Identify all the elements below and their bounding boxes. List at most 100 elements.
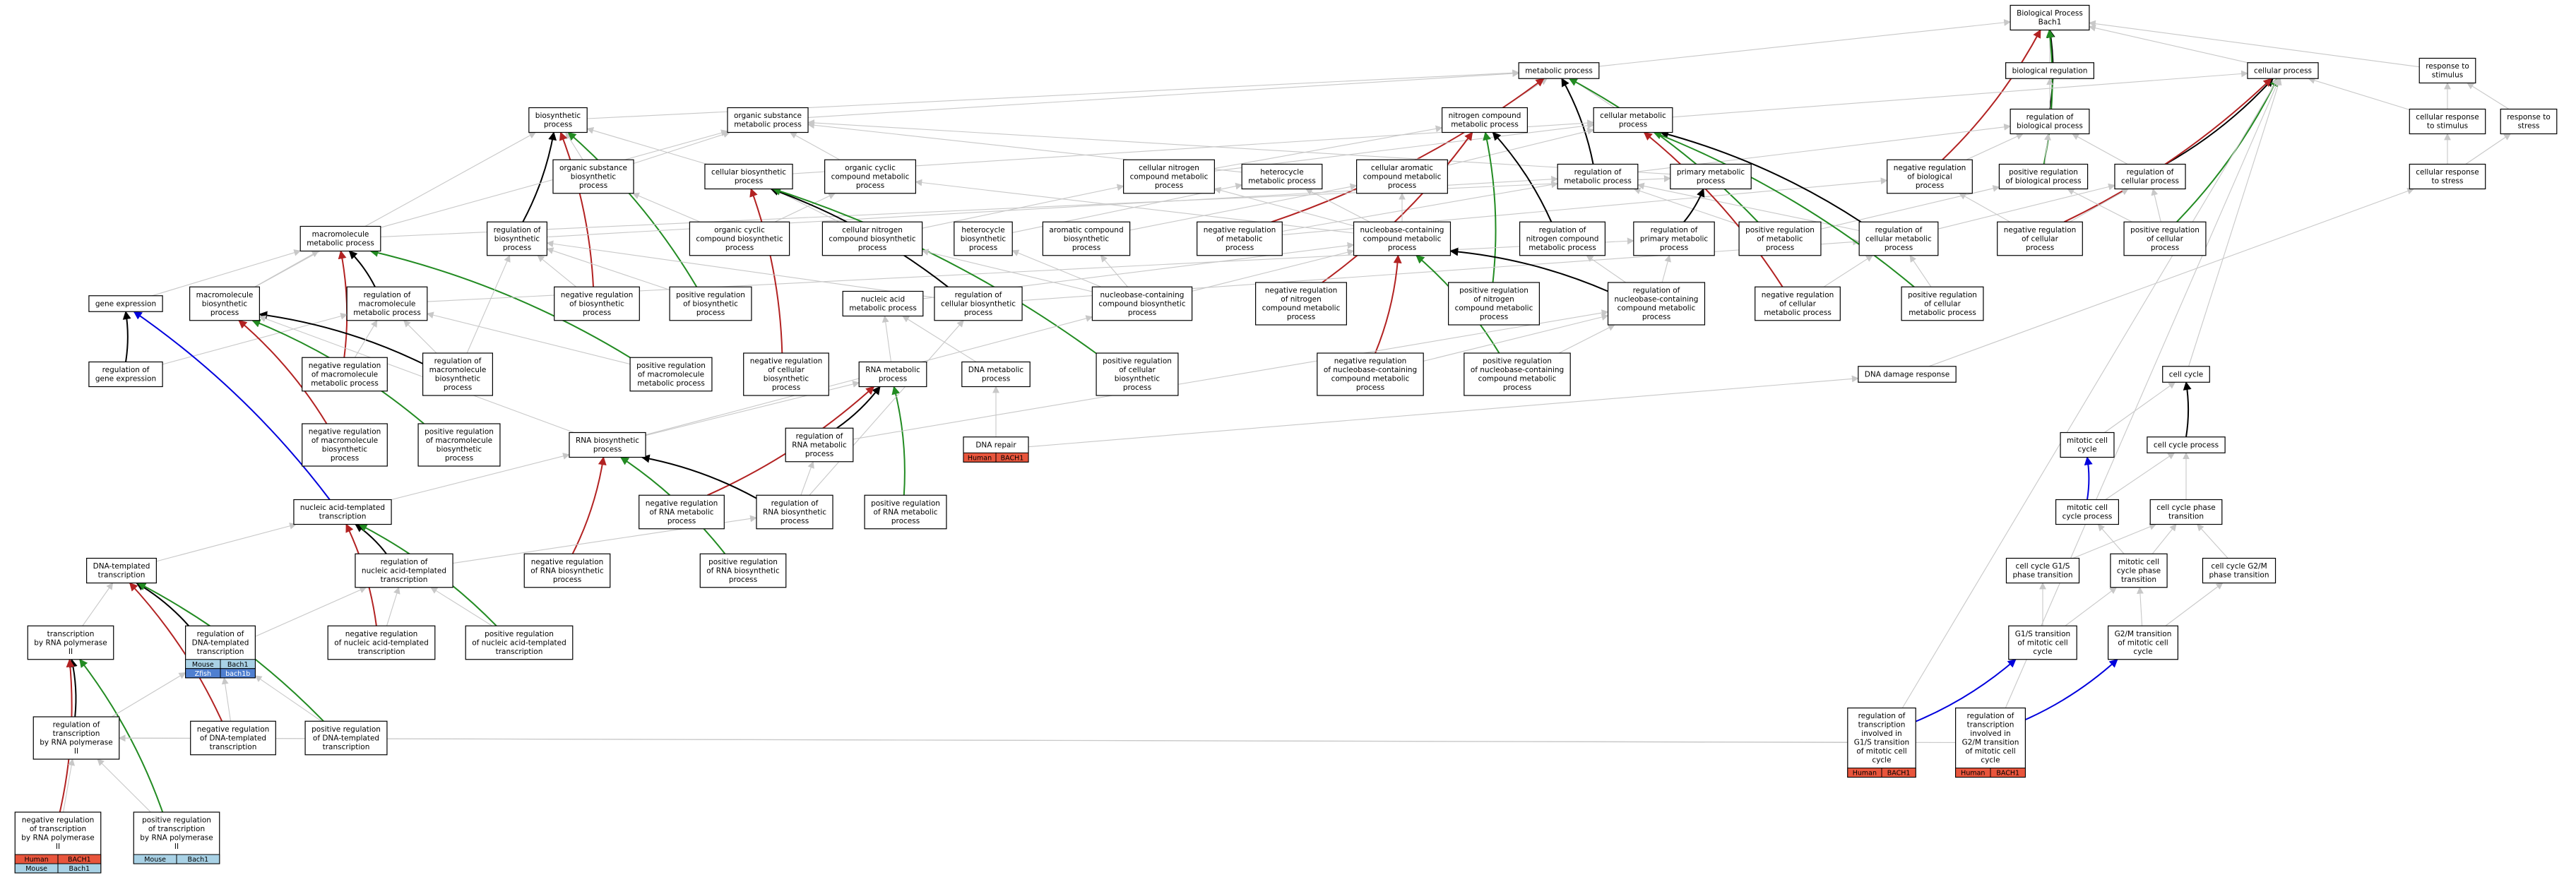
go-term-label: nucleic acid (861, 295, 905, 304)
relation-edge-grey (2188, 78, 2282, 367)
go-term-box (189, 286, 260, 321)
go-term-box (2162, 366, 2210, 383)
go-term-label: compound biosynthetic (696, 234, 783, 243)
go-term-label: negative regulation (309, 362, 381, 370)
relation-edge-grey (546, 247, 670, 291)
go-term-label: RNA biosynthetic (576, 436, 639, 445)
species-label: Human (1961, 770, 1985, 778)
go-term-label: compound metabolic (1262, 304, 1341, 313)
go-term-box (86, 557, 157, 584)
go-term-label: compound metabolic (1130, 172, 1209, 181)
go-term-box (2005, 557, 2080, 584)
go-term-box (1755, 286, 1841, 321)
relation-edge-black (836, 386, 881, 429)
go-term-label: process (1503, 383, 1531, 392)
go-term-label: process (1155, 181, 1183, 190)
go-term-box (2060, 431, 2115, 458)
relation-edge-red (1942, 29, 2041, 161)
go-term-label: process (805, 450, 833, 458)
go-term-label: cycle (2077, 446, 2096, 454)
go-term-label: of transcription (148, 825, 205, 833)
go-term-box (824, 159, 916, 194)
go-term-box (2108, 625, 2178, 660)
go-term-label: process (1766, 244, 1794, 252)
go-term-label: process (1660, 244, 1688, 252)
go-term-label: cycle (1872, 756, 1891, 765)
go-term-label: process (772, 383, 800, 392)
go-term-label: metabolic process (1451, 121, 1519, 129)
go-term-label: regulation of (1539, 226, 1586, 234)
relation-edge-red (1322, 131, 1473, 283)
go-term-label: transcription (358, 648, 405, 656)
edges-layer (59, 19, 2512, 813)
go-term-node: regulation ofnucleobase-containingcompou… (1607, 282, 1706, 326)
relation-edge-grey (221, 677, 232, 722)
go-term-label: of cellular (768, 366, 805, 374)
go-term-label: Biological Process (2017, 9, 2083, 18)
go-term-node: gene expression (88, 295, 163, 312)
go-term-box (1317, 352, 1424, 396)
go-term-label: negative regulation (1334, 357, 1407, 366)
go-term-label: regulation of (771, 499, 819, 508)
relation-edge-grey (1213, 186, 1354, 227)
relation-edge-grey (380, 175, 1671, 237)
relation-edge-blue (2024, 658, 2118, 721)
relation-edge-grey (1282, 181, 1559, 232)
go-term-label: compound metabolic (1618, 304, 1696, 313)
species-label: Human (968, 454, 992, 462)
go-term-label: process (696, 309, 725, 317)
relation-edge-grey (537, 255, 577, 287)
go-term-label: compound biosynthetic (1098, 299, 1185, 308)
relation-edge-grey (800, 460, 814, 496)
go-term-node: DNA damage response (1858, 366, 1957, 383)
go-term-box (2005, 62, 2094, 79)
go-term-label: DNA-templated (192, 638, 249, 647)
go-term-box (552, 159, 634, 194)
go-term-label: negative regulation (1762, 291, 1834, 299)
go-term-box (2247, 62, 2319, 79)
go-term-label: positive regulation (1745, 226, 1815, 234)
relation-edge-grey (2069, 189, 2129, 222)
go-term-box (27, 625, 114, 660)
go-term-node: biological regulation (2005, 62, 2094, 79)
relation-edge-grey (921, 249, 1093, 292)
go-term-label: process (735, 177, 763, 186)
relation-edge-blue (1915, 659, 2017, 722)
go-term-box (1519, 221, 1606, 256)
go-term-label: process (1916, 181, 1944, 190)
relation-edge-red (338, 250, 348, 358)
go-term-node: regulation ofmacromoleculebiosyntheticpr… (422, 352, 493, 396)
relation-edge-red (1271, 78, 1545, 223)
go-term-box (1858, 221, 1939, 256)
go-term-box (417, 423, 501, 467)
go-term-box (743, 352, 829, 396)
go-term-label: RNA metabolic (865, 366, 920, 374)
go-term-label: biosynthetic (322, 446, 368, 454)
go-term-box (785, 427, 854, 463)
go-term-label: metabolic process (1564, 177, 1632, 186)
relation-edge-grey (259, 315, 574, 434)
go-term-label: biosynthetic (435, 375, 481, 383)
go-term-label: cellular nitrogen (842, 226, 903, 234)
relation-edge-green (1653, 131, 1915, 288)
relation-edge-grey (2308, 77, 2410, 110)
go-term-box (302, 357, 388, 392)
go-term-label: involved in (1861, 730, 1901, 738)
relation-edge-black (136, 582, 190, 626)
